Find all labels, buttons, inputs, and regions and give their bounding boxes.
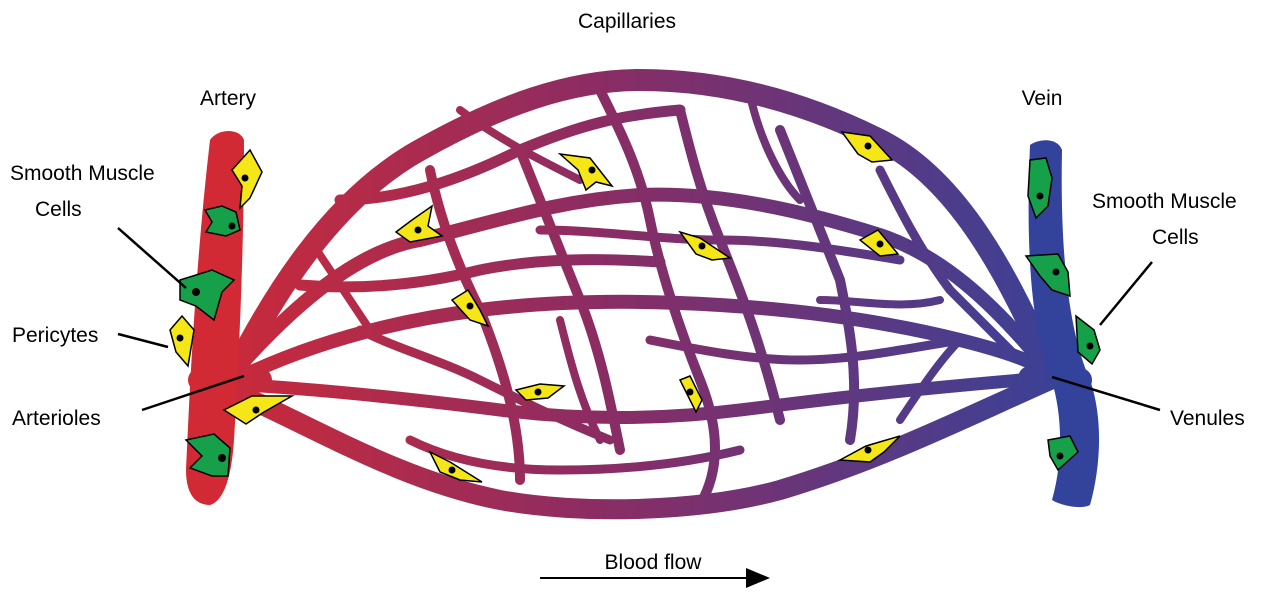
label-arterioles: Arterioles xyxy=(12,407,101,430)
label-pericytes: Pericytes xyxy=(12,324,98,347)
label-blood-flow: Blood flow xyxy=(605,551,703,574)
leader-smooth-muscle-right xyxy=(1100,262,1152,325)
label-smooth-muscle-right-1: Smooth Muscle xyxy=(1092,190,1237,213)
label-artery: Artery xyxy=(200,87,257,110)
label-smooth-muscle-left-1: Smooth Muscle xyxy=(10,162,155,185)
leader-smooth-muscle-left xyxy=(118,228,186,288)
label-vein: Vein xyxy=(1022,87,1063,110)
label-venules: Venules xyxy=(1170,407,1245,430)
capillary-network xyxy=(200,80,1080,509)
pericyte xyxy=(170,316,194,366)
pericyte xyxy=(396,206,442,242)
label-capillaries: Capillaries xyxy=(578,10,676,33)
leader-pericytes xyxy=(118,334,168,347)
label-smooth-muscle-left-2: Cells xyxy=(35,198,82,221)
label-smooth-muscle-right-2: Cells xyxy=(1152,226,1199,249)
